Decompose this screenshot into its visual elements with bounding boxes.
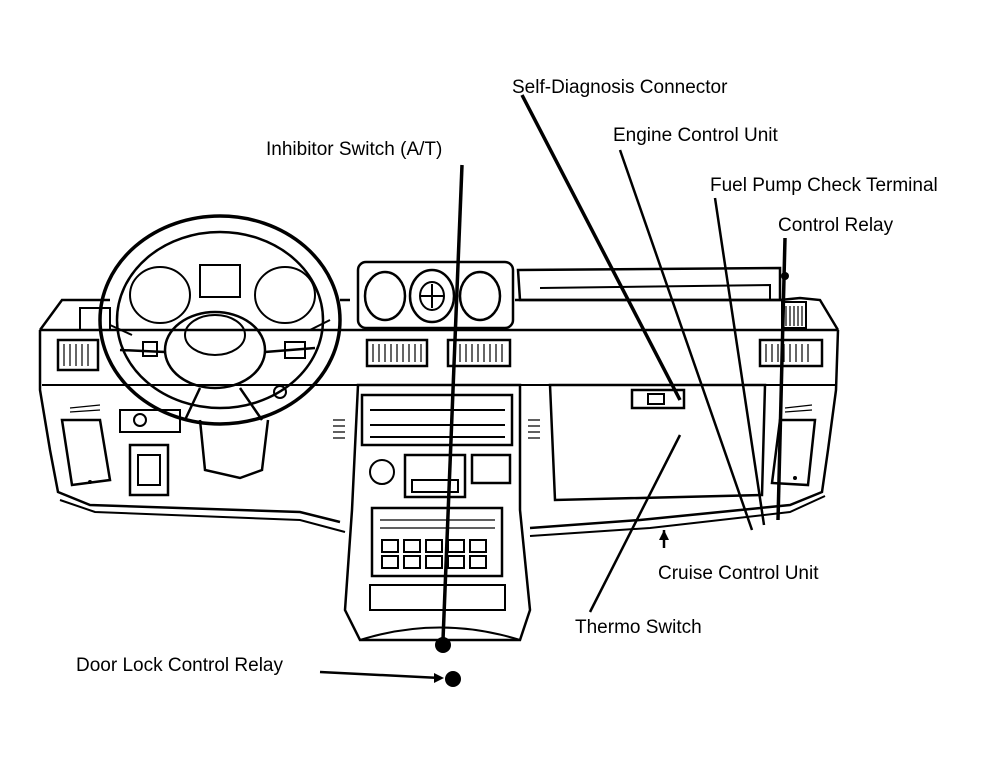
label-engine-control-unit: Engine Control Unit — [613, 125, 778, 146]
label-fuel-pump-check-terminal: Fuel Pump Check Terminal — [710, 175, 938, 196]
center-console — [343, 383, 532, 642]
dashboard-body — [38, 296, 840, 537]
left-switch-cluster — [56, 338, 181, 497]
cruise-control-arrowhead — [659, 530, 669, 540]
label-inhibitor-switch: Inhibitor Switch (A/T) — [266, 139, 443, 160]
leader-thermo-switch — [588, 434, 682, 613]
target-dots — [434, 272, 789, 687]
center-vents — [333, 338, 824, 439]
label-control-relay: Control Relay — [778, 215, 894, 236]
leader-engine-control-unit — [618, 149, 754, 531]
steering-wheel — [98, 214, 342, 480]
inhibitor-switch-dot — [435, 637, 451, 653]
control-relay-dot — [781, 272, 789, 280]
leader-control-relay — [776, 237, 787, 521]
leader-door-lock-control-relay — [319, 670, 441, 680]
label-cruise-control-unit: Cruise Control Unit — [658, 563, 819, 584]
leader-fuel-pump-check-terminal — [713, 197, 766, 526]
leader-inhibitor-switch — [441, 164, 464, 641]
label-thermo-switch: Thermo Switch — [575, 617, 702, 638]
leader-lines — [319, 94, 787, 680]
leader-self-diagnosis-connector — [520, 94, 682, 401]
label-self-diagnosis-connector: Self-Diagnosis Connector — [512, 77, 728, 98]
door-lock-relay-dot — [445, 671, 461, 687]
center-gauge-cluster — [356, 260, 782, 330]
label-door-lock-control-relay: Door Lock Control Relay — [76, 655, 283, 676]
door-lock-arrowhead — [434, 673, 444, 683]
glove-box — [548, 383, 767, 502]
